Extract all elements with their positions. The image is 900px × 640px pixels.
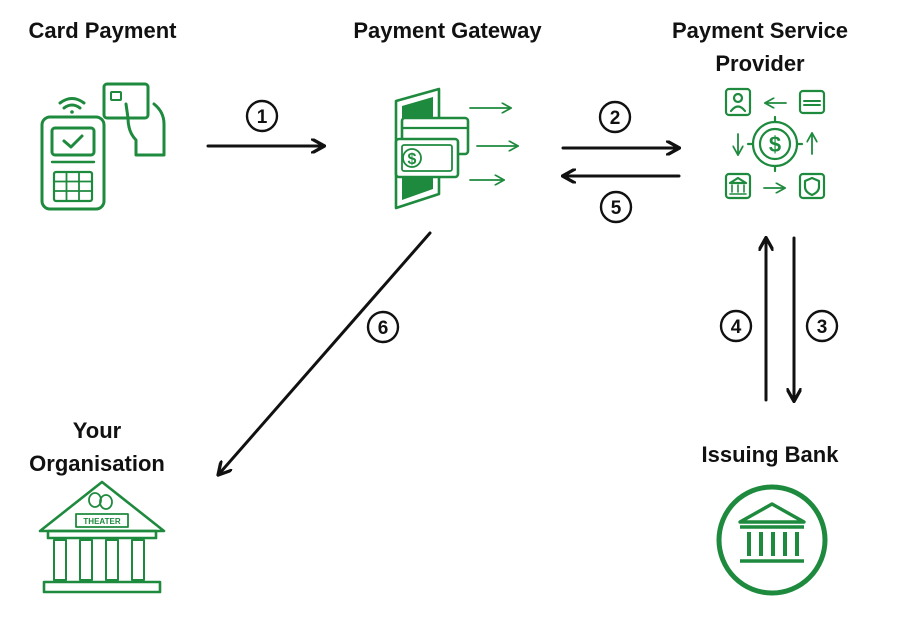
payment-service-provider-label: Payment Service Provider [671, 18, 849, 76]
your-organisation-label: Your Organisation [29, 418, 165, 476]
card-terminal-icon [40, 82, 166, 211]
svg-text:$: $ [769, 132, 781, 157]
arrow-6 [219, 231, 432, 474]
payment-network-icon: $ [724, 87, 826, 200]
step-badge: 4 [719, 309, 753, 343]
step-4-number: 4 [731, 317, 742, 338]
card-payment-label: Card Payment [28, 18, 177, 43]
issuing-bank-label: Issuing Bank [701, 442, 839, 467]
step-2-number: 2 [610, 108, 621, 129]
step-6-number: 6 [378, 318, 389, 339]
step-5-number: 5 [611, 198, 622, 219]
svg-text:$: $ [408, 151, 417, 168]
step-badge: 3 [805, 309, 839, 343]
svg-text:THEATER: THEATER [83, 517, 120, 526]
payment-gateway-label: Payment Gateway [353, 18, 542, 43]
step-badge: 2 [598, 100, 632, 134]
step-3-number: 3 [817, 317, 828, 338]
step-badge: 5 [599, 190, 633, 224]
bank-icon [716, 484, 828, 596]
theater-building-icon: THEATER [38, 480, 166, 594]
wallet-cash-icon: $ [394, 87, 517, 210]
step-1-number: 1 [257, 107, 268, 128]
step-badge: 6 [366, 310, 400, 344]
step-badge: 1 [245, 99, 279, 133]
